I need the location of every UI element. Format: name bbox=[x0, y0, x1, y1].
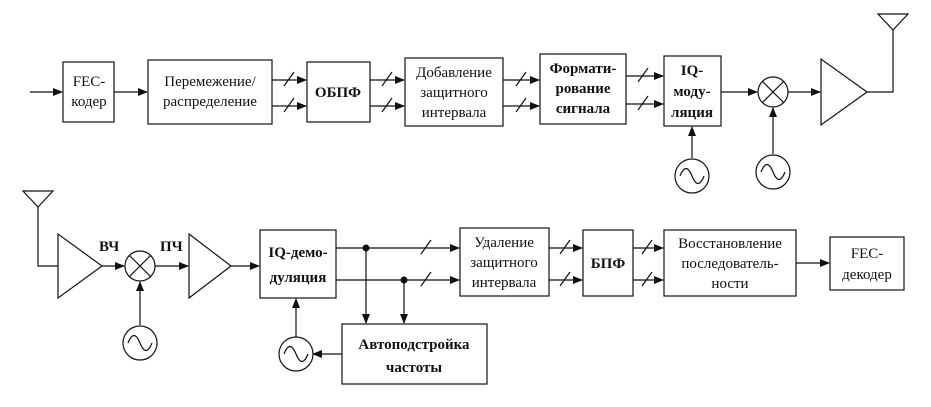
guard-add-line1: Добавление bbox=[416, 65, 492, 81]
fft-label: БПФ bbox=[591, 256, 626, 272]
shaping-line1: Формати- bbox=[550, 61, 617, 77]
iq-mod-line3: ляция bbox=[671, 105, 713, 121]
guard-remove-line1: Удаление bbox=[474, 235, 534, 251]
guard-remove-line3: интервала bbox=[472, 275, 537, 291]
iq-demod-line2: дуляция bbox=[270, 270, 327, 286]
fec-decoder-block: FEC- декодер bbox=[829, 236, 905, 291]
iq-demod-line1: IQ-демо- bbox=[268, 245, 327, 261]
rf-label: ВЧ bbox=[99, 239, 119, 255]
tx-iq-oscillator-icon bbox=[674, 126, 710, 194]
rx-iq-oscillator-icon bbox=[278, 298, 314, 372]
interleaver-to-ifft-bus bbox=[272, 71, 307, 113]
guard-add-line2: защитного bbox=[420, 85, 488, 101]
iq-mod-line2: моду- bbox=[673, 84, 710, 100]
tx-antenna-icon bbox=[867, 13, 910, 93]
tx-rf-oscillator-icon bbox=[755, 107, 791, 190]
guard-add-block: Добавление защитного интервала bbox=[404, 57, 504, 127]
demod-to-guard-remove-bus bbox=[336, 239, 460, 324]
afc-line2: частоты bbox=[386, 360, 442, 376]
fec-coder-line2: кодер bbox=[71, 94, 106, 110]
rx-antenna-icon bbox=[21, 190, 58, 267]
interleaving-line1: Перемежение/ bbox=[164, 74, 256, 90]
fec-coder-line1: FEC- bbox=[73, 74, 106, 90]
if-label: ПЧ bbox=[160, 239, 183, 255]
shaping-line3: сигнала bbox=[556, 101, 611, 117]
interleaving-block: Перемежение/ распределение bbox=[147, 59, 273, 125]
iq-demodulation-block: IQ-демо- дуляция bbox=[259, 229, 337, 299]
restore-line3: ности bbox=[711, 276, 748, 292]
ifft-block: ОБПФ bbox=[306, 61, 371, 123]
rx-rf-oscillator-icon bbox=[122, 281, 158, 361]
fec-decoder-line2: декодер bbox=[842, 267, 892, 283]
iq-modulation-block: IQ- моду- ляция bbox=[663, 55, 722, 127]
interleaving-line2: распределение bbox=[163, 94, 257, 110]
rx-rf-amplifier-icon bbox=[57, 232, 104, 300]
tx-mixer-icon bbox=[757, 76, 789, 108]
restore-sequence-block: Восстановление последователь- ности bbox=[663, 229, 797, 297]
fft-to-restore-bus bbox=[633, 239, 664, 287]
guard-to-fft-bus bbox=[549, 239, 583, 287]
rx-if-amplifier-icon bbox=[188, 232, 232, 300]
ifft-label: ОБПФ bbox=[315, 85, 361, 101]
guard-remove-line2: защитного bbox=[470, 255, 538, 271]
afc-block: Автоподстройка частоты bbox=[341, 323, 488, 385]
guard-add-line3: интервала bbox=[422, 105, 487, 121]
iq-mod-line1: IQ- bbox=[681, 63, 704, 79]
ifft-to-guard-bus bbox=[370, 71, 405, 113]
restore-line1: Восстановление bbox=[678, 236, 782, 252]
fft-block: БПФ bbox=[582, 229, 634, 297]
tx-amplifier-icon bbox=[820, 57, 869, 127]
guard-to-shaping-bus bbox=[503, 71, 540, 113]
restore-line2: последователь- bbox=[681, 256, 778, 272]
shaping-to-iqmod-bus bbox=[626, 67, 664, 111]
guard-remove-block: Удаление защитного интервала bbox=[459, 227, 550, 297]
fec-decoder-line1: FEC- bbox=[851, 246, 884, 262]
shaping-block: Формати- рование сигнала bbox=[539, 53, 627, 125]
shaping-line2: рование bbox=[555, 81, 610, 97]
fec-coder-block: FEC- кодер bbox=[62, 61, 115, 123]
afc-line1: Автоподстройка bbox=[358, 337, 470, 353]
rx-mixer-icon bbox=[124, 250, 156, 282]
